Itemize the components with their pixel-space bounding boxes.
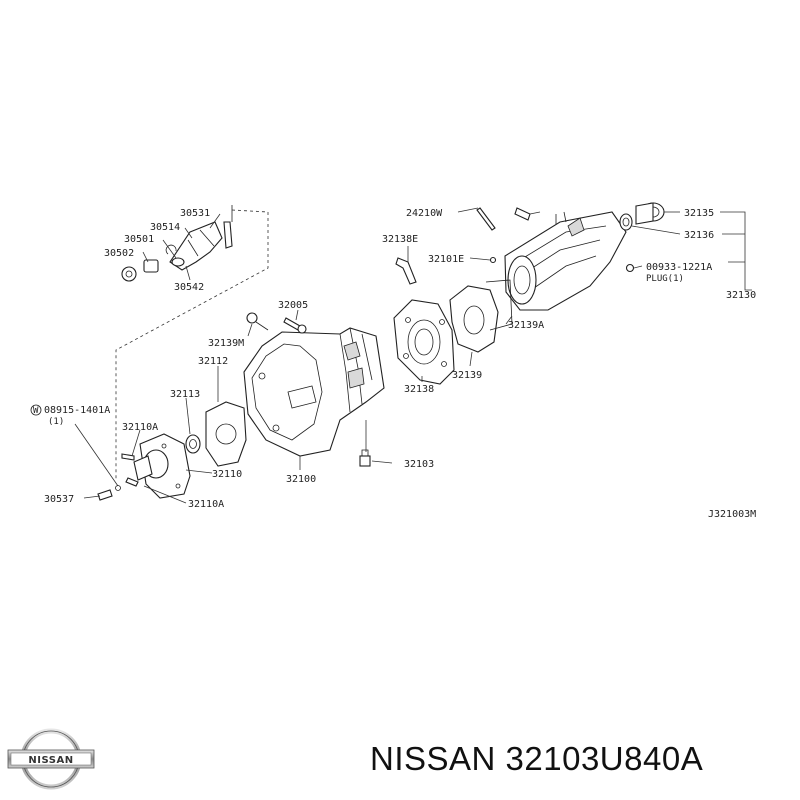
washer-symbol-letter: W: [33, 406, 39, 416]
label-32139M: 32139M: [208, 338, 244, 349]
label-08915-qty: (1): [48, 417, 64, 427]
label-30537: 30537: [44, 494, 74, 505]
label-plug-qty: PLUG(1): [646, 274, 684, 284]
adapter-plate: [393, 299, 455, 385]
label-32130: 32130: [726, 290, 756, 301]
label-32110: 32110: [212, 469, 242, 480]
label-32100: 32100: [286, 474, 316, 485]
label-32005: 32005: [278, 300, 308, 311]
drain-plug: [359, 449, 371, 467]
leader-lines: [74, 207, 752, 504]
part-labels: 30531 30514 30501 30502 30542 32005 3213…: [30, 208, 756, 520]
label-08915-1401A: 08915-1401A: [44, 405, 110, 416]
label-32136: 32136: [684, 230, 714, 241]
label-30542: 30542: [174, 282, 204, 293]
label-32101E: 32101E: [428, 254, 464, 265]
front-cover-bolts: [97, 453, 139, 501]
label-32138: 32138: [404, 384, 434, 395]
label-32110A-bottom: 32110A: [188, 499, 224, 510]
case-bolts: [246, 312, 307, 334]
label-32113: 32113: [170, 389, 200, 400]
rear-extension-housing: [504, 211, 627, 311]
rear-seal-and-bushing: [619, 202, 665, 273]
front-oil-seal: [185, 434, 201, 454]
label-30502: 30502: [104, 248, 134, 259]
washer-symbol-icon: [30, 404, 42, 416]
nissan-logo-text: NISSAN: [28, 755, 73, 766]
label-30514: 30514: [150, 222, 180, 233]
front-cover: [133, 433, 191, 499]
label-32110A-top: 32110A: [122, 422, 158, 433]
gasket: [449, 279, 513, 353]
label-30531: 30531: [180, 208, 210, 219]
label-32139A: 32139A: [508, 320, 544, 331]
front-gasket: [205, 401, 247, 467]
diagram-code: J321003M: [708, 509, 756, 520]
nissan-logo: NISSAN: [7, 728, 95, 790]
page-title: NISSAN 32103U840A: [370, 740, 704, 777]
label-32135: 32135: [684, 208, 714, 219]
shift-fork-assembly: [121, 205, 233, 282]
label-24210W: 24210W: [406, 208, 443, 219]
label-32139: 32139: [452, 370, 482, 381]
label-30501: 30501: [124, 234, 154, 245]
label-32103: 32103: [404, 459, 434, 470]
label-32112: 32112: [198, 356, 228, 367]
dashed-group-outline: [115, 209, 269, 480]
transmission-case: [243, 327, 385, 457]
label-00933-1221A: 00933-1221A: [646, 262, 712, 273]
label-32138E: 32138E: [382, 234, 418, 245]
